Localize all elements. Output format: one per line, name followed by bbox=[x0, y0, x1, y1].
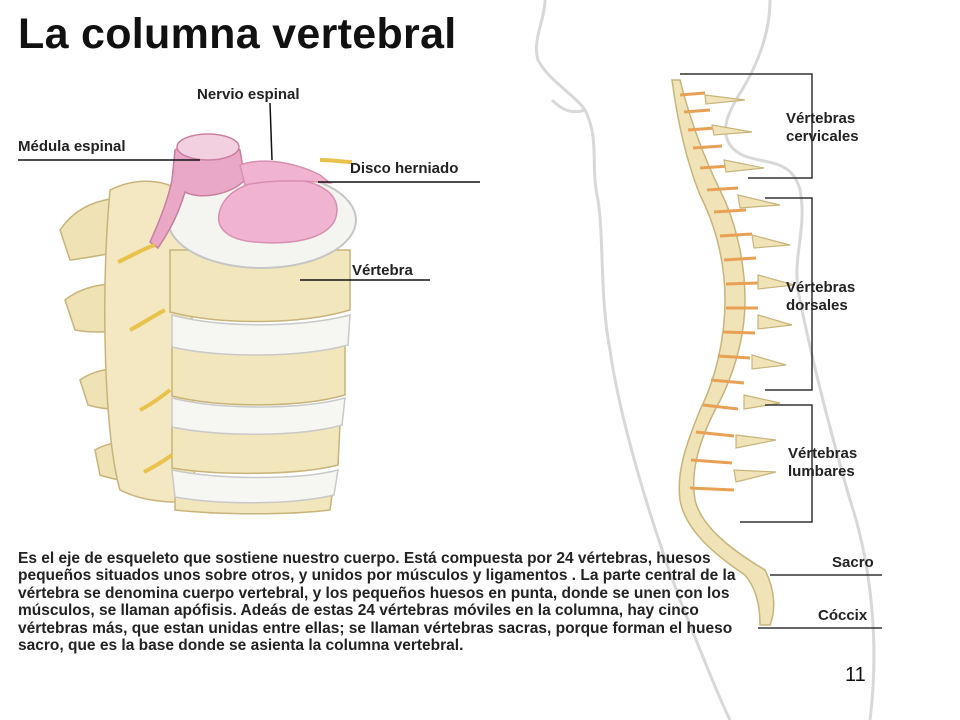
description-paragraph: Es el eje de esqueleto que sostiene nues… bbox=[18, 550, 736, 655]
label-sacro: Sacro bbox=[832, 554, 874, 571]
label-vertebra: Vértebra bbox=[352, 262, 413, 279]
vertebral-body-1 bbox=[169, 249, 351, 323]
bracket-cervicales bbox=[680, 73, 813, 179]
nerve-root-2 bbox=[129, 308, 166, 332]
disc-4 bbox=[171, 468, 339, 504]
spine-brackets bbox=[680, 73, 882, 629]
bracket-dorsales bbox=[765, 197, 813, 391]
label-disco-herniado: Disco herniado bbox=[350, 160, 459, 177]
spine-processes bbox=[704, 94, 795, 483]
label-medula-espinal: Médula espinal bbox=[18, 138, 126, 155]
nerve-root-top bbox=[319, 158, 353, 164]
body-outline-chin bbox=[550, 98, 586, 114]
nerve-root-4 bbox=[143, 453, 174, 474]
label-vertebras-lumbares: Vértebras lumbares bbox=[788, 445, 858, 480]
leader-nervio-espinal bbox=[269, 102, 273, 161]
bracket-lumbares bbox=[740, 404, 813, 523]
body-silhouette bbox=[534, 0, 876, 720]
spinal-nerve bbox=[239, 160, 333, 186]
label-coccix: Cóccix bbox=[818, 607, 868, 624]
page-number: 11 bbox=[845, 664, 866, 686]
spine-disc-stripes bbox=[679, 91, 759, 492]
body-outline-back bbox=[724, 0, 876, 720]
spine-column-body bbox=[671, 79, 775, 626]
disc-3 bbox=[171, 396, 346, 435]
body-outline-front bbox=[534, 0, 732, 720]
spinal-cord-section bbox=[176, 133, 240, 161]
label-nervio-espinal: Nervio espinal bbox=[197, 86, 300, 103]
nerve-root-3 bbox=[139, 388, 172, 412]
disc-2 bbox=[171, 314, 351, 356]
vertebra-detail bbox=[18, 102, 480, 515]
spine-profile bbox=[671, 73, 882, 629]
slide-title: La columna vertebral bbox=[18, 10, 457, 58]
label-vertebras-cervicales: Vértebras cervicales bbox=[786, 110, 859, 145]
label-vertebras-dorsales: Vértebras dorsales bbox=[786, 279, 856, 314]
nerve-root-1 bbox=[117, 243, 156, 264]
